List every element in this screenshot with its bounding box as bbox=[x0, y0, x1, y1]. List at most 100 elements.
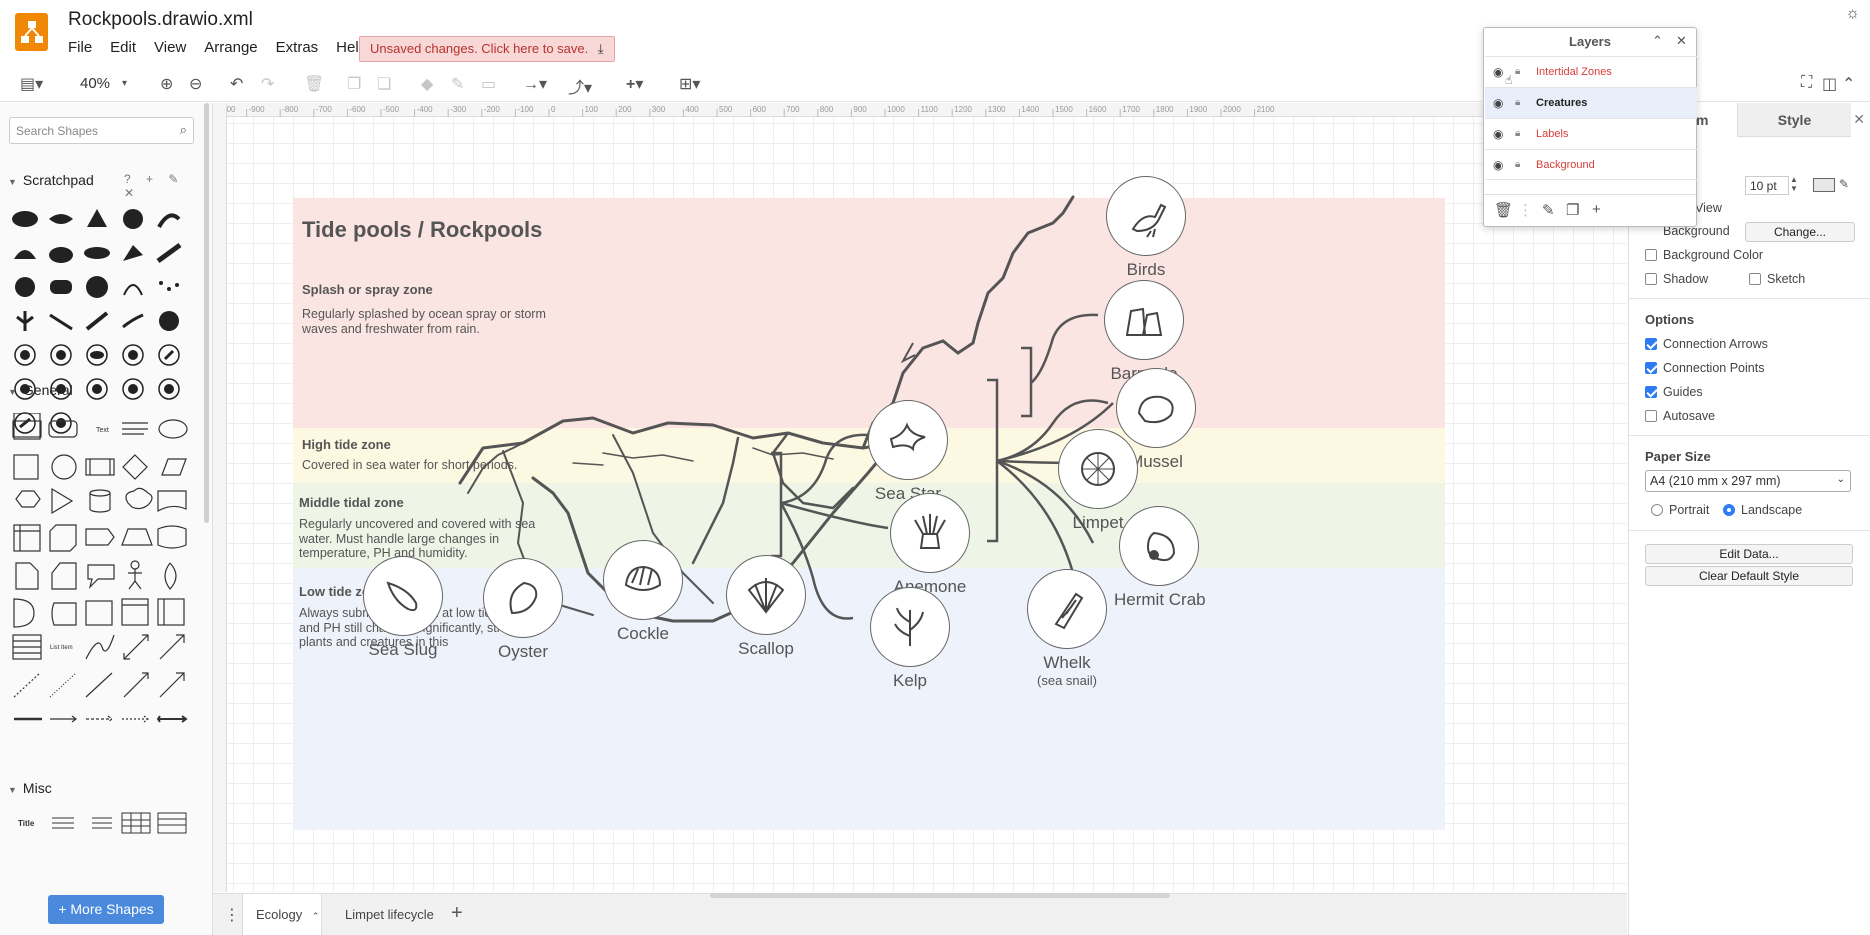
scratch-shape[interactable] bbox=[10, 341, 40, 369]
duplicate-layer-icon[interactable]: ❐ bbox=[1566, 202, 1580, 219]
checkbox[interactable] bbox=[1645, 249, 1657, 261]
scratch-shape[interactable] bbox=[118, 341, 148, 369]
scratch-shape[interactable] bbox=[154, 205, 184, 233]
edit-layer-icon[interactable]: ✎ bbox=[1542, 202, 1555, 219]
tab-style[interactable]: Style bbox=[1737, 103, 1851, 137]
misc-header[interactable]: ▼Misc bbox=[0, 775, 200, 801]
checkbox[interactable] bbox=[1645, 362, 1657, 374]
grid-color-swatch[interactable] bbox=[1813, 178, 1835, 192]
scratch-shape[interactable] bbox=[10, 239, 40, 267]
misc-shapes[interactable]: Title bbox=[10, 808, 190, 838]
zone-desc-high[interactable]: Covered in sea water for short periods. bbox=[302, 458, 518, 472]
scratch-shape[interactable] bbox=[82, 307, 112, 335]
menu-arrange[interactable]: Arrange bbox=[204, 39, 258, 56]
portrait-radio[interactable]: Portrait bbox=[1651, 503, 1709, 517]
creature-mussel[interactable]: Mussel bbox=[1106, 368, 1206, 472]
zone-title-splash[interactable]: Splash or spray zone bbox=[302, 282, 433, 297]
menu-view[interactable]: View bbox=[154, 39, 187, 56]
creature-anemone[interactable]: Anemone bbox=[875, 493, 985, 597]
zoom-dropdown-icon[interactable]: ▾ bbox=[122, 78, 128, 89]
visibility-eye-icon[interactable]: ◉ bbox=[1493, 65, 1504, 79]
visibility-eye-icon[interactable]: ◉ bbox=[1493, 158, 1504, 172]
scratch-shape[interactable] bbox=[46, 375, 76, 403]
fill-color-icon[interactable]: ◆ bbox=[421, 76, 434, 93]
lock-icon[interactable]: 🔒︎ bbox=[1515, 66, 1521, 77]
scratch-shape[interactable] bbox=[118, 375, 148, 403]
delete-icon[interactable]: 🗑 bbox=[304, 76, 325, 93]
close-icon[interactable]: ✕ bbox=[1853, 111, 1865, 127]
file-title[interactable]: Rockpools.drawio.xml bbox=[68, 9, 253, 30]
format-toggle-icon[interactable]: ◫ bbox=[1822, 76, 1838, 93]
creature-cockle[interactable]: Cockle bbox=[598, 540, 688, 644]
shapes-scrollbar[interactable] bbox=[204, 103, 209, 523]
change-background-button[interactable]: Change... bbox=[1745, 222, 1855, 242]
scratch-shape[interactable] bbox=[10, 205, 40, 233]
zoom-level[interactable]: 40% bbox=[80, 75, 111, 92]
scratch-shape[interactable] bbox=[154, 307, 184, 335]
lock-icon[interactable]: 🔒︎ bbox=[1515, 159, 1521, 170]
zone-title-middle[interactable]: Middle tidal zone bbox=[299, 495, 404, 510]
close-icon[interactable]: ✕ bbox=[1676, 33, 1687, 48]
sketch-checkbox[interactable]: Sketch bbox=[1749, 272, 1805, 286]
creature-sea-slug[interactable]: Sea Slug bbox=[358, 556, 448, 660]
tab-ecology[interactable]: Ecology ⌃ bbox=[242, 894, 322, 935]
creature-limpet[interactable]: Limpet bbox=[1053, 429, 1143, 533]
collapse-icon[interactable]: ⌃ bbox=[1842, 76, 1856, 93]
add-layer-icon[interactable]: + bbox=[1592, 201, 1601, 218]
scratch-shape[interactable] bbox=[82, 341, 112, 369]
scratch-shape[interactable] bbox=[10, 375, 40, 403]
diagram-title[interactable]: Tide pools / Rockpools bbox=[302, 217, 543, 242]
scratch-shape[interactable] bbox=[46, 341, 76, 369]
scratch-shape[interactable] bbox=[118, 307, 148, 335]
connection-points-checkbox[interactable]: Connection Points bbox=[1645, 361, 1764, 375]
edit-data-button[interactable]: Edit Data... bbox=[1645, 544, 1853, 564]
menu-edit[interactable]: Edit bbox=[110, 39, 137, 56]
creature-hermit-crab[interactable]: Hermit Crab bbox=[1109, 506, 1209, 609]
creature-scallop[interactable]: Scallop bbox=[721, 555, 811, 659]
scratch-shape[interactable] bbox=[82, 375, 112, 403]
pages-menu-icon[interactable]: ⋮ bbox=[224, 907, 240, 924]
autosave-checkbox[interactable]: Autosave bbox=[1645, 409, 1715, 423]
redo-icon[interactable]: ↷ bbox=[261, 76, 275, 93]
scratch-shape[interactable] bbox=[82, 273, 112, 301]
zone-desc-middle[interactable]: Regularly uncovered and covered with sea… bbox=[299, 517, 536, 560]
shadow-checkbox[interactable]: Shadow bbox=[1645, 272, 1708, 286]
format-panel-toggle-icon[interactable]: ▤▾ bbox=[20, 76, 44, 93]
zone-title-high[interactable]: High tide zone bbox=[302, 437, 391, 452]
scratch-shape[interactable] bbox=[118, 205, 148, 233]
scratch-shape[interactable] bbox=[154, 239, 184, 267]
connectors[interactable] bbox=[771, 313, 1114, 620]
visibility-eye-icon[interactable]: ◉ bbox=[1493, 96, 1504, 110]
layer-row[interactable]: ◉ 🔒︎ Labels bbox=[1485, 118, 1697, 149]
diagram-canvas[interactable]: -1000-900-800-700-600-500-400-300-200-10… bbox=[213, 103, 1627, 892]
menu-file[interactable]: File bbox=[68, 39, 93, 56]
creature-whelk[interactable]: Whelk (sea snail) bbox=[1022, 569, 1112, 688]
grid-size-stepper-icon[interactable]: ▲▼ bbox=[1790, 175, 1798, 193]
guides-checkbox[interactable]: Guides bbox=[1645, 385, 1703, 399]
scratch-shape[interactable] bbox=[118, 273, 148, 301]
layers-dialog[interactable]: Layers ⌃ ✕ ◉ 🔒︎ Intertidal Zones ☝ ◉ 🔒︎ … bbox=[1483, 27, 1697, 227]
menu-extras[interactable]: Extras bbox=[275, 39, 319, 56]
more-options-icon[interactable]: ⋮ bbox=[1518, 202, 1533, 219]
layer-row[interactable]: ◉ 🔒︎ Creatures bbox=[1485, 87, 1697, 118]
radio[interactable] bbox=[1723, 504, 1735, 516]
zone-desc-splash[interactable]: Regularly splashed by ocean spray or sto… bbox=[302, 307, 546, 336]
table-icon[interactable]: ⊞▾ bbox=[679, 76, 701, 93]
creature-sea-star[interactable]: Sea Star bbox=[858, 400, 958, 504]
layer-row[interactable]: ◉ 🔒︎ Intertidal Zones ☝ bbox=[1485, 56, 1697, 87]
scratch-shape[interactable] bbox=[154, 375, 184, 403]
scratch-shape[interactable] bbox=[46, 273, 76, 301]
tab-limpet-lifecycle[interactable]: Limpet lifecycle bbox=[345, 907, 434, 922]
connection-icon[interactable]: →▾ bbox=[523, 76, 548, 93]
chevron-up-icon[interactable]: ⌃ bbox=[311, 911, 320, 921]
grid-size-input[interactable]: 10 pt bbox=[1745, 176, 1789, 195]
scratch-shape[interactable] bbox=[10, 307, 40, 335]
scratch-shape[interactable] bbox=[46, 239, 76, 267]
zone-splash[interactable] bbox=[293, 198, 1445, 428]
fullscreen-icon[interactable]: ⛶ bbox=[1801, 74, 1813, 91]
delete-layer-icon[interactable]: 🗑 bbox=[1494, 202, 1514, 219]
lock-icon[interactable]: 🔒︎ bbox=[1515, 97, 1521, 108]
canvas-horizontal-scrollbar[interactable] bbox=[710, 893, 1170, 898]
general-shapes[interactable]: Text bbox=[10, 413, 190, 793]
checkbox[interactable] bbox=[1645, 410, 1657, 422]
